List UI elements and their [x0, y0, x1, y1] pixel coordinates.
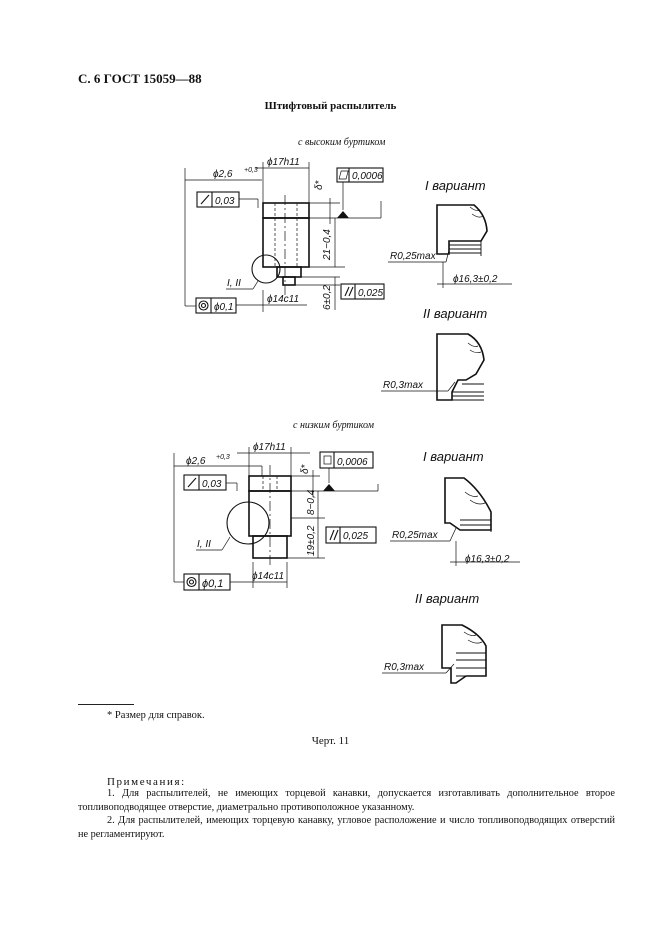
footnote-rule	[78, 704, 134, 705]
note-item: 2. Для распылителей, имеющих торцевую ка…	[78, 815, 615, 840]
notes-heading: Примечания:	[107, 776, 186, 788]
dia-hole-tol: +0,3	[244, 167, 258, 174]
parallel-value-2: 0,025	[343, 531, 368, 542]
pin-shape	[282, 276, 296, 286]
drawing-high-collar: I, II ϕ17h11 ϕ2,6 +0,3 0,03 0,0006 δ*	[184, 157, 385, 314]
drawing-low-collar: I, II ϕ17h11 ϕ2,6 +0,3 0,03 0,0006 δ*	[173, 442, 379, 591]
flatness-frame	[336, 167, 384, 183]
variant-2-radius-2: R0,3max	[384, 662, 425, 673]
variant-2-radius: R0,3max	[383, 380, 424, 391]
dia-top-label-2: ϕ17h11	[253, 442, 286, 453]
len2-label-2: 19±0,2	[306, 525, 317, 556]
perp-value-2: 0,03	[202, 479, 222, 490]
figure-caption: Черт. 11	[311, 735, 350, 747]
dia-hole-label-2: ϕ2,6	[186, 456, 206, 467]
footnote: * Размер для справок.	[107, 710, 205, 721]
perp-value: 0,03	[215, 196, 235, 207]
dia-bottom-label: ϕ14c11	[267, 294, 299, 305]
caption-high-collar: с высоким буртиком	[298, 137, 386, 148]
nose-shape	[276, 266, 302, 278]
parallelism-frame-2	[325, 526, 377, 544]
perpendicularity-frame-2	[183, 474, 227, 491]
variant-1-title-2: I вариант	[423, 449, 484, 464]
dia-bottom-label-2: ϕ14c11	[252, 571, 284, 582]
dia-hole-tol-2: +0,3	[216, 454, 230, 461]
section-title: Штифтовый распылитель	[264, 100, 397, 112]
variant-1-title: I вариант	[425, 178, 486, 193]
flatness-value-2: 0,0006	[337, 457, 368, 468]
circle-label: I, II	[227, 278, 241, 289]
perpendicularity-frame	[196, 191, 240, 208]
detail-circle	[251, 254, 281, 284]
variant-2-title-2: II вариант	[415, 591, 479, 606]
flatness-value: 0,0006	[352, 171, 383, 182]
variant-1-dia-2: ϕ16,3±0,2	[465, 554, 510, 565]
variant-1-dia: ϕ16,3±0,2	[453, 274, 498, 285]
delta-label: δ*	[314, 179, 325, 190]
variant-1-low: I вариант R0,25max ϕ16,3±0,2	[390, 449, 520, 566]
variant-1-high: I вариант R0,25max ϕ16,3±0,2	[388, 178, 512, 288]
variant-2-low: II вариант R0,3max	[382, 591, 487, 684]
delta-label-2: δ*	[300, 463, 311, 474]
len2-label: 6±0,2	[322, 285, 333, 310]
dia-hole-label: ϕ2,6	[213, 169, 233, 180]
len1-label-2: 8−0,4	[306, 489, 317, 515]
body-shape	[262, 217, 310, 268]
parallel-value: 0,025	[358, 288, 383, 299]
dia-top-label: ϕ17h11	[267, 157, 300, 168]
detail-circle-2	[226, 501, 270, 545]
concentric-value-2: ϕ0,1	[202, 578, 223, 590]
variant-2-high: II вариант R0,3max	[381, 306, 487, 401]
note-item: 1. Для распылителей, не имеющих торцевой…	[78, 788, 615, 813]
concentricity-frame	[195, 297, 237, 314]
page-header: С. 6 ГОСТ 15059—88	[78, 71, 202, 86]
variant-1-radius: R0,25max	[390, 251, 437, 262]
concentric-value: ϕ0,1	[214, 302, 233, 313]
parallelism-frame	[340, 283, 385, 300]
len1-label: 21−0,4	[322, 229, 333, 261]
circle-label-2: I, II	[197, 539, 211, 550]
flatness-frame-2	[319, 451, 374, 469]
collar-shape	[262, 202, 310, 219]
variant-1-radius-2: R0,25max	[392, 530, 439, 541]
variant-2-title: II вариант	[423, 306, 487, 321]
caption-low-collar: с низким буртиком	[293, 420, 374, 431]
